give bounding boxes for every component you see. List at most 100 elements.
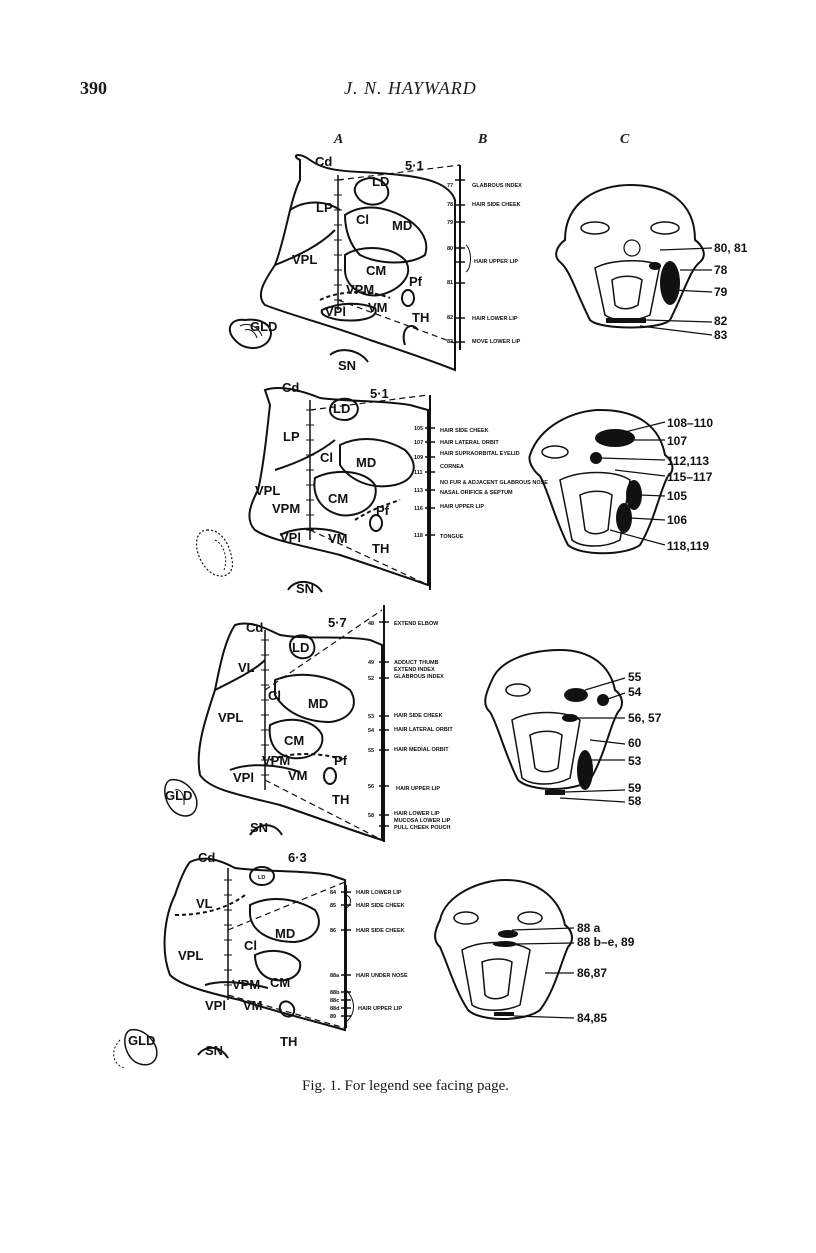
column-label-a: A — [334, 132, 344, 147]
panel-3 — [164, 605, 626, 842]
area-label-vpl: VPL — [292, 252, 317, 267]
area-label-vm: VM — [288, 768, 308, 783]
panel-1 — [228, 154, 713, 372]
response-label: HAIR SUPRAORBITAL EYELID — [440, 451, 520, 457]
area-label-md: MD — [356, 455, 376, 470]
response-label: HAIR LOWER LIP — [356, 890, 402, 896]
response-label: HAIR UPPER LIP — [474, 259, 518, 265]
response-label: HAIR LATERAL ORBIT — [440, 440, 499, 446]
scale-number: 84 — [330, 890, 337, 896]
electrode-track-4 — [341, 885, 354, 1028]
scale-number: 88a — [330, 973, 340, 979]
scale-number: 116 — [414, 506, 423, 512]
response-label: NASAL ORIFICE & SEPTUM — [440, 490, 513, 496]
face-site-label: 88 a — [577, 921, 601, 935]
scale-number: 109 — [414, 455, 423, 461]
response-label: HAIR LOWER LIP — [472, 316, 518, 322]
response-label: HAIR UPPER LIP — [358, 1006, 402, 1012]
scale-number: 55 — [368, 748, 374, 754]
scale-number: 53 — [368, 714, 374, 720]
response-label: HAIR SIDE CHEEK — [394, 713, 443, 719]
response-label: TONGUE — [440, 534, 464, 540]
area-label-vpl: VPL — [218, 710, 243, 725]
response-label: HAIR UPPER LIP — [396, 786, 440, 792]
area-label-gld: GLD — [165, 788, 192, 803]
response-label: MOVE LOWER LIP — [472, 339, 521, 345]
electrode-track-3 — [379, 605, 389, 842]
area-label-sn: SN — [296, 581, 314, 596]
area-label-md: MD — [308, 696, 328, 711]
scale-number: 89 — [330, 1014, 336, 1020]
area-label-cm: CM — [366, 263, 386, 278]
column-label-c: C — [620, 132, 630, 147]
area-label-cd: Cd — [315, 154, 332, 169]
response-label: HAIR MEDIAL ORBIT — [394, 747, 449, 753]
area-label-vpl-lower: VPl — [325, 304, 346, 319]
area-label-lp: LP — [283, 429, 300, 444]
section-level: 5·1 — [405, 158, 424, 173]
scale-number: 85 — [330, 903, 336, 909]
response-label: HAIR SIDE CHEEK — [356, 928, 405, 934]
area-label-vpl-lower: VPl — [280, 530, 301, 545]
face-site-label: 107 — [667, 434, 687, 448]
area-label-vpm: VPM — [272, 501, 300, 516]
scale-number: 118 — [414, 533, 423, 539]
area-label-vpl-lower: VPl — [205, 998, 226, 1013]
scale-number: 86 — [330, 928, 336, 934]
running-head: J. N. HAYWARD — [344, 78, 477, 98]
section-level: 6·3 — [288, 850, 307, 865]
face-site-label: 118,119 — [667, 539, 709, 553]
area-label-cd: Cd — [282, 380, 299, 395]
face-site-label: 88 b–e, 89 — [577, 935, 635, 949]
response-label: ADDUCT THUMB — [394, 660, 439, 666]
scale-number: 78 — [447, 202, 453, 208]
electrode-track-2 — [425, 395, 435, 590]
face-site-label: 112,113 — [667, 454, 709, 468]
monkey-face-2 — [528, 408, 674, 555]
area-label-th: TH — [332, 792, 349, 807]
area-label-ld: LD — [258, 875, 265, 881]
area-label-vpm: VPM — [346, 282, 374, 297]
thalamus-section-1 — [228, 154, 461, 372]
face-site-label: 60 — [628, 736, 642, 750]
response-label: HAIR SIDE CHEEK — [440, 428, 489, 434]
monkey-face-4 — [434, 878, 575, 1020]
area-label-pf: Pf — [334, 753, 348, 768]
area-label-vpm: VPM — [262, 753, 290, 768]
area-label-vm: VM — [368, 300, 388, 315]
area-label-vm: VM — [243, 998, 263, 1013]
area-label-ld: LD — [292, 640, 309, 655]
face-site-label: 105 — [667, 489, 687, 503]
response-label: HAIR UNDER NOSE — [356, 973, 408, 979]
face-site-label: 78 — [714, 263, 728, 277]
area-label-cm: CM — [328, 491, 348, 506]
face-site-label: 55 — [628, 670, 642, 684]
scale-number: 88b — [330, 990, 340, 996]
column-label-b: B — [478, 132, 488, 147]
area-label-cl: Cl — [244, 938, 257, 953]
scale-number: 111 — [414, 470, 423, 476]
scale-number: 107 — [414, 440, 423, 446]
area-label-sn: SN — [338, 358, 356, 373]
face-site-label: 82 — [714, 314, 728, 328]
face-site-label: 59 — [628, 781, 642, 795]
face-site-label: 108–110 — [667, 416, 713, 430]
scale-number: 56 — [368, 784, 374, 790]
area-label-th: TH — [372, 541, 389, 556]
area-label-vm: VM — [328, 531, 348, 546]
face-site-label: 115–117 — [667, 470, 713, 484]
area-label-cm: CM — [284, 733, 304, 748]
response-label: GLABROUS INDEX — [472, 183, 522, 189]
response-label: NO FUR & ADJACENT GLABROUS NOSE — [440, 480, 548, 486]
face-site-label: 54 — [628, 685, 642, 699]
area-label-vpl: VPL — [255, 483, 280, 498]
scale-number: 48 — [368, 621, 374, 627]
face-site-label: 58 — [628, 794, 642, 808]
area-label-md: MD — [275, 926, 295, 941]
scale-number: 83 — [447, 339, 453, 345]
area-label-cd: Cd — [198, 850, 215, 865]
area-label-vl: VL — [238, 660, 255, 675]
area-label-cm: CM — [270, 975, 290, 990]
face-site-label: 83 — [714, 328, 728, 342]
